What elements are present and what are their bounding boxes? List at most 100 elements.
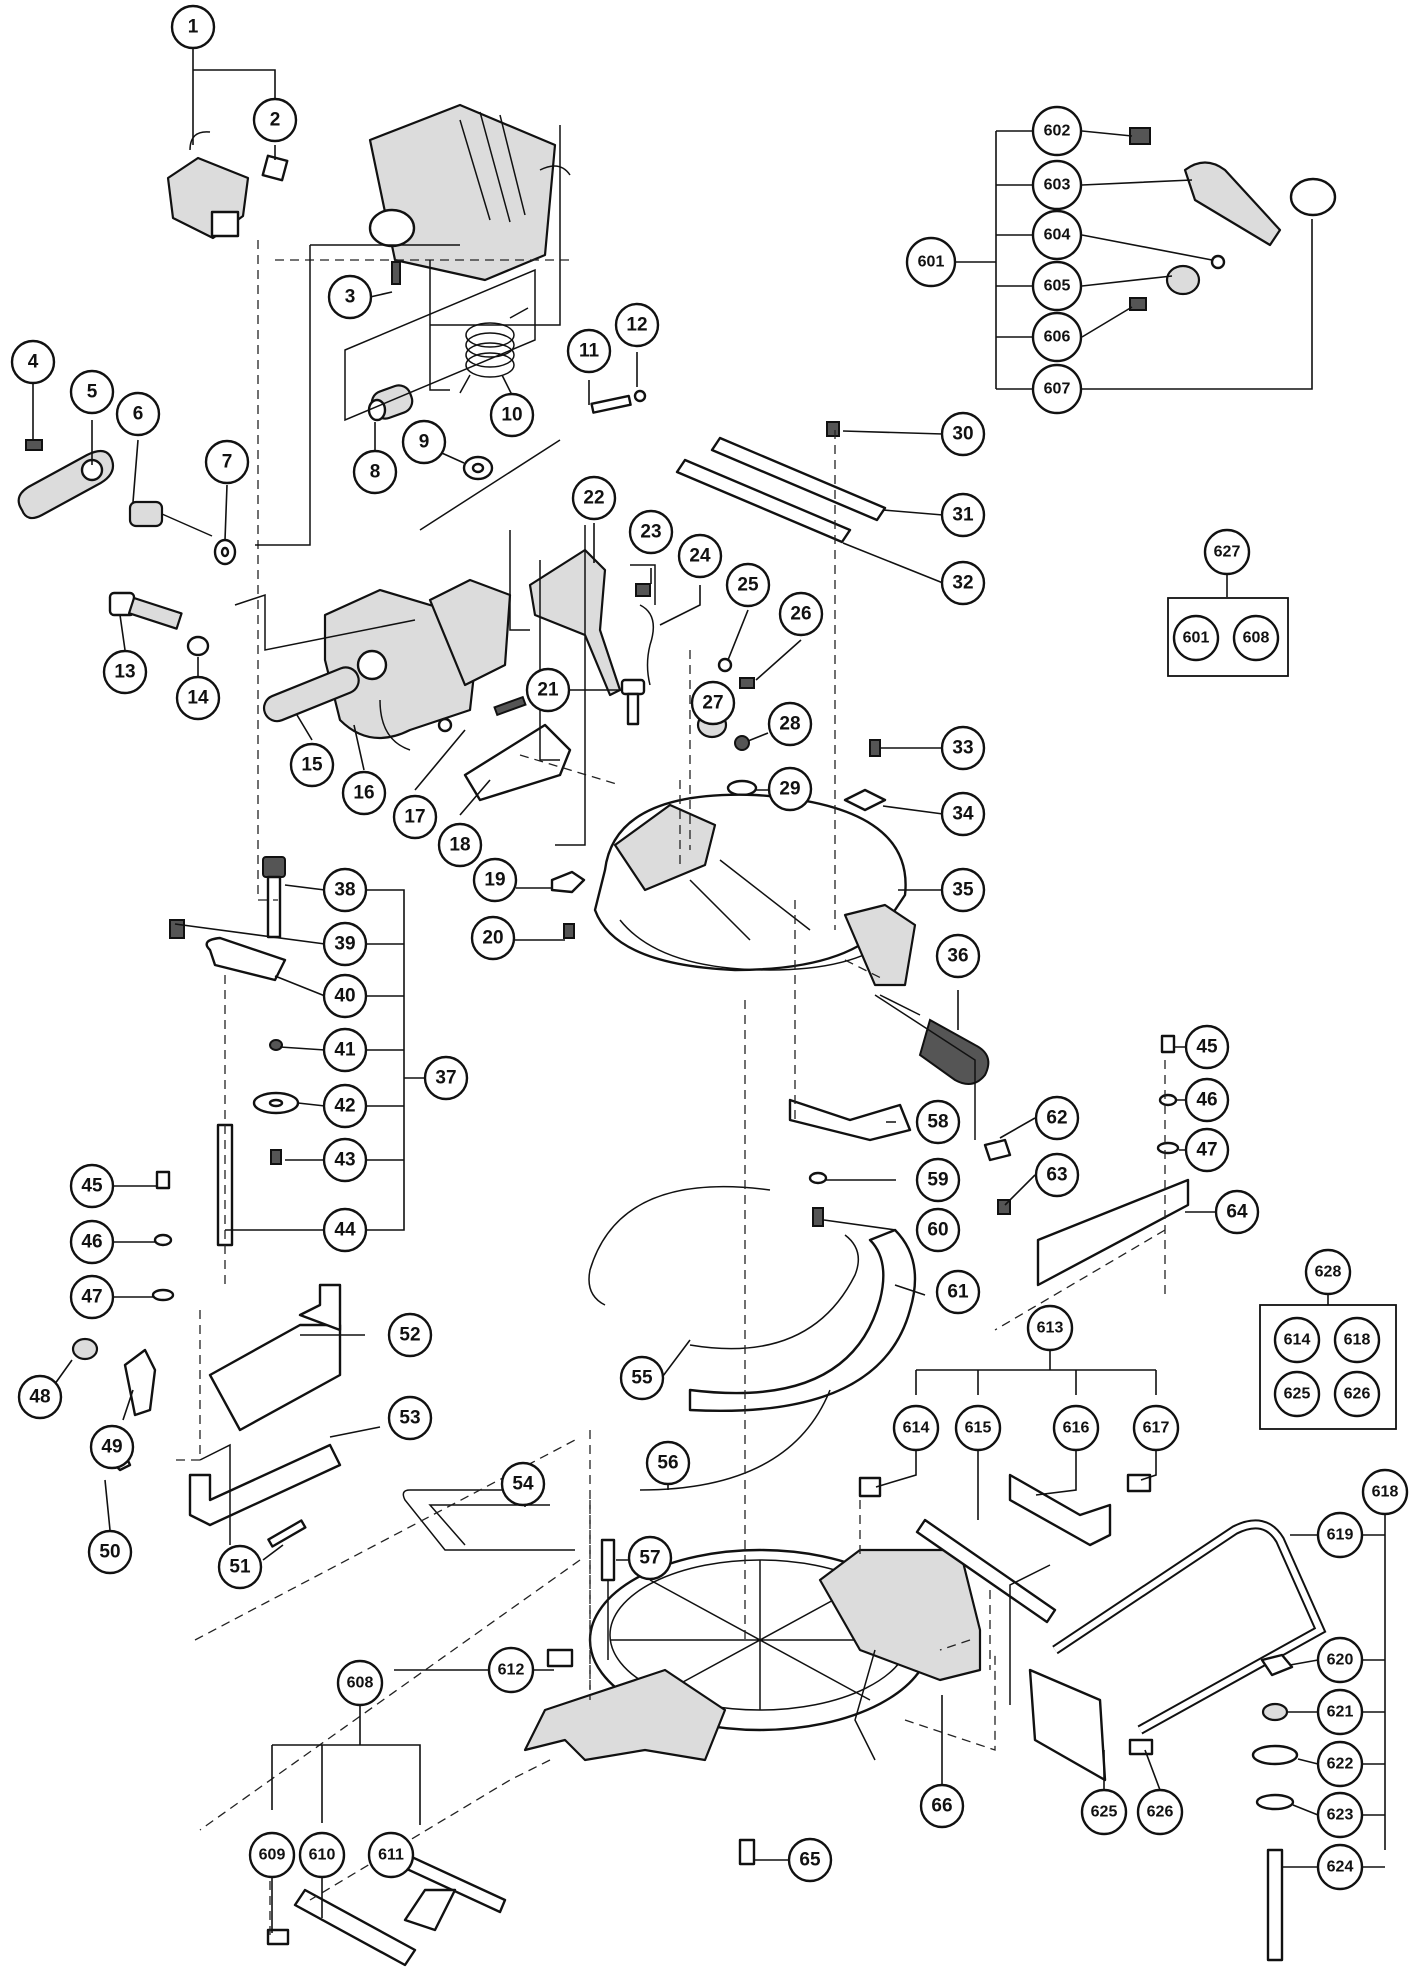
part-washer-623 <box>1255 1793 1295 1811</box>
part-handle-54 <box>402 1489 575 1551</box>
callout-label: 4 <box>28 352 39 373</box>
part-lever-5 <box>17 449 115 520</box>
callout-label: 52 <box>399 1325 420 1346</box>
part-screw-43 <box>270 1149 282 1165</box>
callout-21: 21 <box>525 667 571 713</box>
callout-65: 65 <box>787 1837 833 1883</box>
part-block-2 <box>261 154 289 182</box>
callout-circle <box>677 533 723 579</box>
callout-label: 32 <box>952 573 973 594</box>
callout-47: 47 <box>1184 1127 1230 1173</box>
callout-label: 620 <box>1327 1652 1354 1669</box>
part-clip-34 <box>843 788 887 812</box>
callout-circle <box>487 1646 535 1694</box>
callout-label: 45 <box>1196 1037 1218 1058</box>
callout-label: 5 <box>87 382 98 403</box>
callout-label: 601 <box>1183 630 1210 647</box>
callout-circle <box>1031 260 1083 312</box>
callout-label: 603 <box>1044 177 1071 194</box>
callout-label: 66 <box>931 1796 952 1817</box>
callout-37: 37 <box>423 1055 469 1101</box>
part-spring-10 <box>459 307 529 394</box>
callout-13: 13 <box>102 649 148 695</box>
callout-34: 34 <box>940 791 986 837</box>
callout-circle <box>1333 1370 1381 1418</box>
callout-circle <box>115 391 161 437</box>
part-screw-23 <box>635 583 651 597</box>
callout-52: 52 <box>387 1312 433 1358</box>
callout-608: 608 <box>336 1659 384 1707</box>
part-scale-61 <box>688 1228 917 1412</box>
callout-circle <box>1034 1095 1080 1141</box>
callout-602: 602 <box>1031 105 1083 157</box>
callout-604: 604 <box>1031 209 1083 261</box>
callout-label: 1 <box>188 17 199 38</box>
callout-circle <box>352 449 398 495</box>
part-clamp-610 <box>403 1888 457 1932</box>
part-plate-64 <box>1036 1178 1190 1287</box>
part-screw-51 <box>267 1519 307 1548</box>
callout-label: 39 <box>334 934 355 955</box>
callout-label: 614 <box>903 1420 930 1437</box>
callout-label: 46 <box>81 1232 102 1253</box>
callout-circle <box>489 392 535 438</box>
part-plate-625 <box>1028 1668 1107 1782</box>
part-base-66 <box>523 1548 982 1762</box>
callout-label: 56 <box>657 1453 678 1474</box>
callout-614: 614 <box>892 1404 940 1452</box>
callout-label: 30 <box>952 424 973 445</box>
callout-circle <box>1031 209 1083 261</box>
callout-624: 624 <box>1316 1843 1364 1891</box>
part-washer-622 <box>1251 1744 1299 1766</box>
callout-circle <box>725 562 771 608</box>
callout-46: 46 <box>1184 1077 1230 1123</box>
callout-47: 47 <box>69 1274 115 1320</box>
part-screw-606 <box>1129 297 1147 311</box>
callout-label: 618 <box>1344 1332 1371 1349</box>
callout-circle <box>645 1440 691 1486</box>
part-handle-54-b <box>428 1504 550 1546</box>
callout-3: 3 <box>327 274 373 320</box>
callout-33: 33 <box>940 725 986 771</box>
callout-circle <box>619 1355 665 1401</box>
part-nut-621 <box>1261 1702 1289 1722</box>
callout-circle <box>767 701 813 747</box>
callout-circle <box>940 492 986 538</box>
callout-627: 627 <box>1203 528 1251 576</box>
callout-label: 616 <box>1063 1420 1090 1437</box>
part-arm-40 <box>205 936 287 982</box>
callout-label: 625 <box>1091 1804 1118 1821</box>
callout-label: 29 <box>779 779 800 800</box>
callout-57: 57 <box>627 1535 673 1581</box>
callout-circle <box>322 1207 368 1253</box>
part-knob-614 <box>858 1476 882 1498</box>
callout-625: 625 <box>1080 1788 1128 1836</box>
callout-1: 1 <box>170 4 216 50</box>
callout-circle <box>1273 1370 1321 1418</box>
callout-circle <box>289 742 335 788</box>
callout-circle <box>437 822 483 868</box>
callout-circle <box>327 274 373 320</box>
callout-10: 10 <box>489 392 535 438</box>
callout-30: 30 <box>940 411 986 457</box>
callout-26: 26 <box>778 591 824 637</box>
callout-label: 605 <box>1044 278 1071 295</box>
part-ring-55-b <box>689 1234 860 1350</box>
callout-18: 18 <box>437 822 483 868</box>
callout-label: 65 <box>799 1850 821 1871</box>
callout-label: 3 <box>345 287 356 308</box>
callout-29: 29 <box>767 766 813 812</box>
callout-circle <box>1031 159 1083 211</box>
callout-circle <box>935 1269 981 1315</box>
part-washer-14 <box>186 635 210 657</box>
callout-circle <box>1361 1468 1409 1516</box>
callout-11: 11 <box>566 328 612 374</box>
callout-label: 617 <box>1143 1420 1170 1437</box>
part-screw-26 <box>739 677 755 689</box>
callout-label: 13 <box>114 662 135 683</box>
callout-48: 48 <box>17 1374 63 1420</box>
callout-42: 42 <box>322 1083 368 1129</box>
callout-label: 40 <box>334 986 355 1007</box>
callout-circle <box>322 1083 368 1129</box>
part-washer-59 <box>808 1171 828 1185</box>
